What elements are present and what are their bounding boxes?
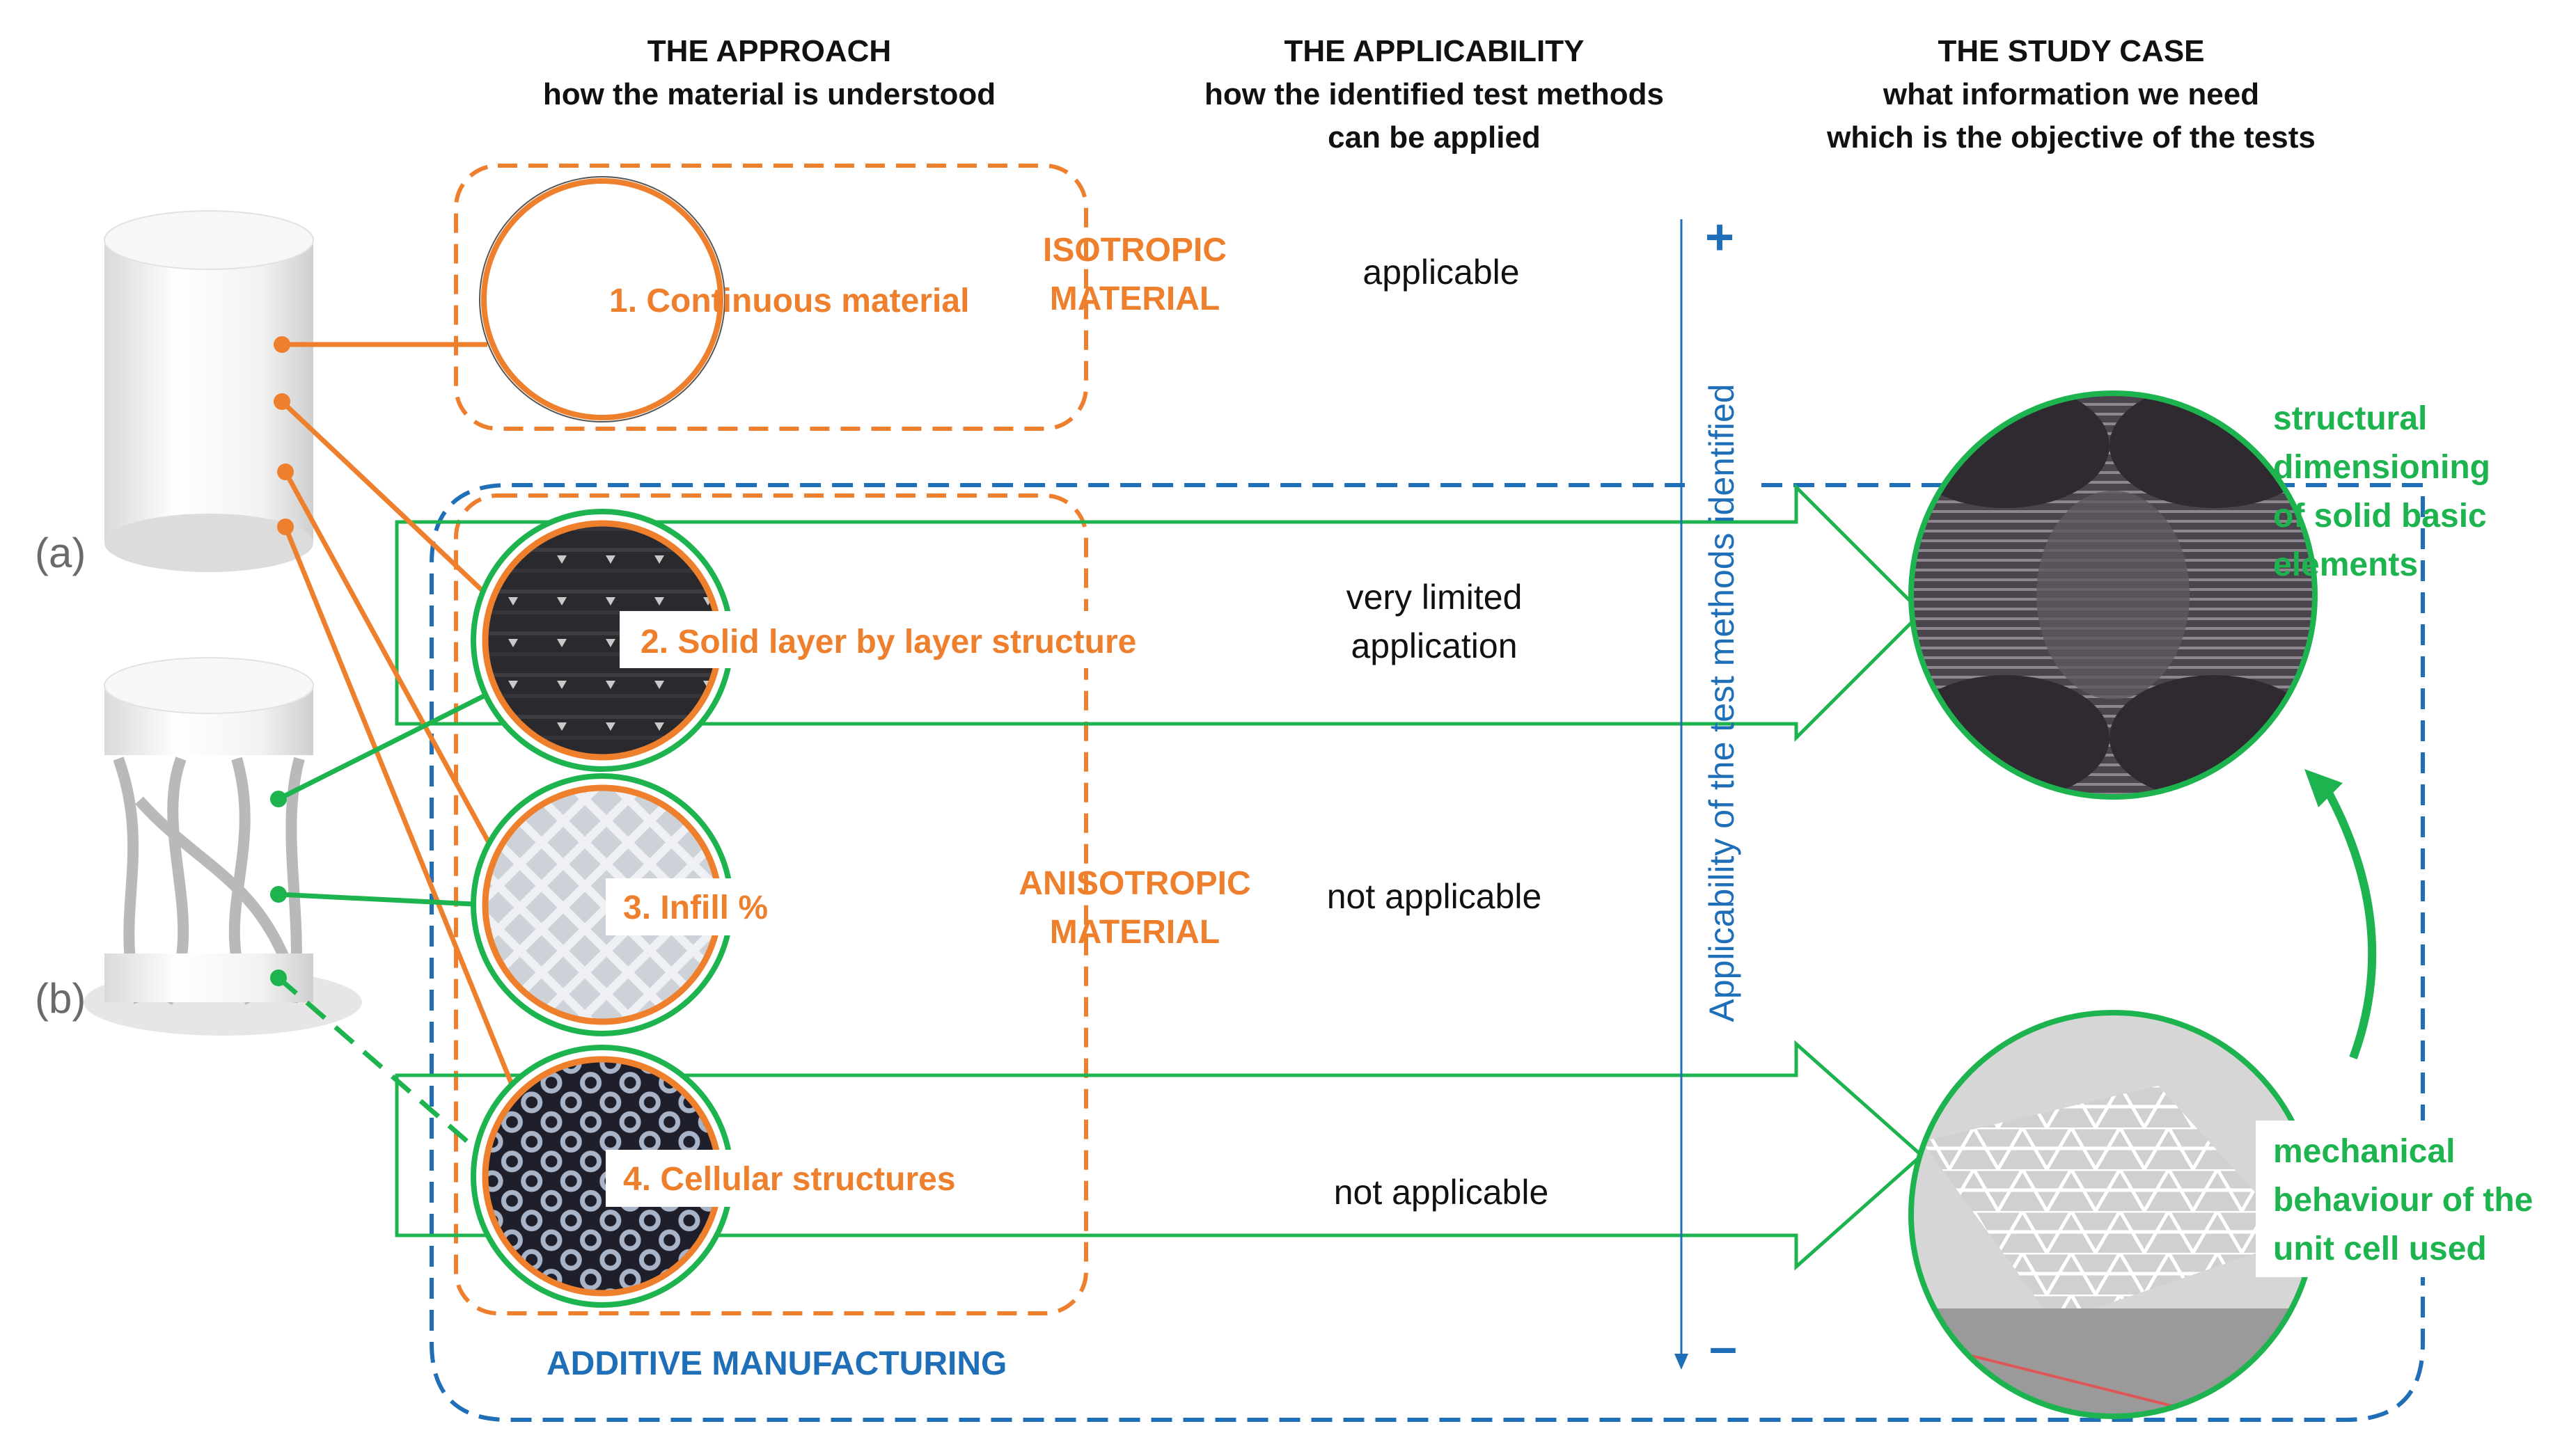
structural-line-3: of solid basic (2273, 498, 2487, 535)
anisotropic-label-line1: ANISOTROPIC (1019, 865, 1250, 902)
approach-label-4-backing (606, 1150, 996, 1207)
approach-leader-lines (280, 342, 525, 1111)
applicability-2-line1: very limited (1346, 578, 1523, 617)
mechanical-line-3: unit cell used (2273, 1231, 2487, 1267)
anisotropic-label-line2: MATERIAL (1050, 914, 1220, 951)
isotropic-label-line1: ISOTROPIC (1043, 232, 1227, 269)
applicability-4: not applicable (1334, 1173, 1549, 1212)
structure-leader-lines (276, 690, 492, 1161)
specimen-b-label: (b) (35, 975, 86, 1022)
study-subtitle-line2: which is the objective of the tests (1826, 120, 2316, 155)
study-subtitle-line1: what information we need (1883, 77, 2259, 111)
axis-minus-sign: – (1709, 1320, 1737, 1375)
additive-manufacturing-box (430, 483, 2425, 1422)
isotropic-label-line2: MATERIAL (1050, 280, 1220, 317)
approach-label-4: 4. Cellular structures (623, 1161, 956, 1198)
cellular-structures-circle (471, 1045, 734, 1308)
approach-label-2: 2. Solid layer by layer structure (641, 624, 1136, 660)
axis-plus-sign: + (1705, 209, 1734, 265)
mechanical-line-2: behaviour of the (2273, 1182, 2533, 1219)
applicability-title: THE APPLICABILITY (1284, 34, 1584, 68)
additive-manufacturing-label: ADDITIVE MANUFACTURING (547, 1345, 1007, 1382)
study-title: THE STUDY CASE (1938, 34, 2204, 68)
approach-title: THE APPROACH (647, 34, 891, 68)
specimen-a-cylinder (104, 210, 314, 572)
axis-label: Applicability of the test methods identi… (1702, 383, 1741, 1022)
structural-line-4: elements (2273, 546, 2418, 583)
applicability-axis-arrowhead (1674, 1354, 1688, 1370)
approach-leader-dots (274, 336, 294, 535)
applicability-1: applicable (1362, 253, 1519, 292)
applicability-subtitle-line2: can be applied (1328, 120, 1541, 155)
approach-label-2-backing (620, 611, 1149, 668)
structural-line-2: dimensioning (2273, 449, 2490, 486)
applicability-2-line2: application (1351, 626, 1517, 665)
applicability-3: not applicable (1327, 877, 1542, 916)
structural-line-1: structural (2273, 400, 2427, 437)
specimen-b-lattice (84, 657, 362, 1036)
feedback-curved-arrow (2321, 784, 2377, 1060)
approach-label-1: 1. Continuous material (609, 283, 969, 319)
mechanical-study-text: mechanical behaviour of the unit cell us… (2256, 1121, 2562, 1277)
specimen-a-label: (a) (35, 530, 86, 576)
feedback-arrowhead (2304, 769, 2343, 807)
approach-label-3-backing (606, 878, 794, 935)
structure-leader-dots (270, 791, 287, 986)
mechanical-line-1: mechanical (2273, 1133, 2455, 1170)
applicability-subtitle-line1: how the identified test methods (1204, 77, 1664, 111)
structural-study-text: structural dimensioning of solid basic e… (2273, 400, 2490, 583)
approach-subtitle: how the material is understood (543, 77, 996, 111)
mechanical-study-image (1908, 1010, 2318, 1419)
approach-label-3: 3. Infill % (623, 889, 768, 926)
continuous-material-circle (479, 176, 725, 422)
solid-layer-circle (471, 509, 734, 772)
